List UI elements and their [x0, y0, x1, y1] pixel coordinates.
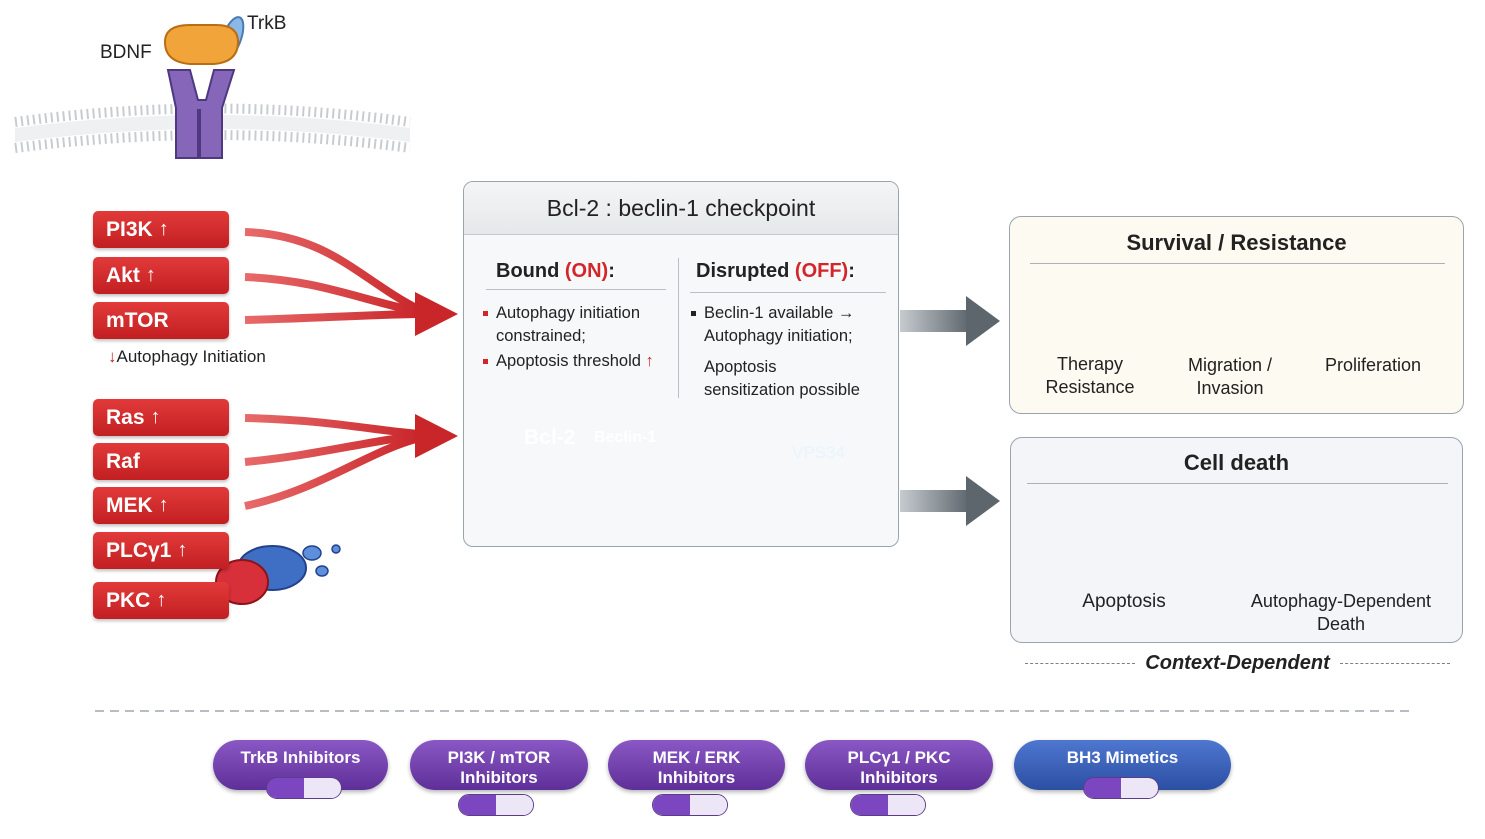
bullet-marker — [691, 311, 696, 316]
cell-death-panel: Cell death Apoptosis Autophagy-Dependent… — [1010, 437, 1463, 643]
down-arrow-icon: ↓ — [108, 347, 117, 366]
bound-state: (ON) — [564, 260, 609, 282]
survival-item-proliferation: Proliferation — [1324, 355, 1422, 375]
autophagy-initiation-note: ↓Autophagy Initiation — [108, 347, 266, 366]
dash-right — [1339, 663, 1451, 664]
survival-item-therapy-resistance: Therapy Resistance — [1045, 354, 1135, 397]
bullet-marker — [483, 311, 488, 316]
death-item-autophagy-dependent: Autophagy-Dependent Death — [1250, 591, 1432, 634]
up-arrow-icon: ↑ — [177, 539, 188, 561]
pill-capsule-icon — [458, 794, 534, 816]
trkb-label: TrkB — [247, 13, 287, 34]
pill-capsule-icon — [1083, 777, 1159, 799]
output-arrow-survival — [900, 296, 1000, 346]
bdnf-ligand-icon — [163, 24, 240, 65]
pathway-node-pkc: PKC ↑ — [93, 582, 229, 619]
pill-capsule-icon — [850, 794, 926, 816]
bcl2-label: Bcl-2 — [524, 426, 576, 449]
up-arrow-icon: ↑ — [158, 494, 169, 516]
cell-death-rule — [1027, 483, 1448, 484]
bdnf-label: BDNF — [100, 42, 152, 63]
disrupted-state: (OFF) — [794, 260, 849, 282]
pill-capsule-icon — [266, 777, 342, 799]
vps34-label: VPS34 — [792, 443, 845, 462]
survival-title: Survival / Resistance — [1126, 230, 1347, 255]
pathway-node-plcg1: PLCγ1 ↑ — [93, 532, 229, 569]
checkpoint-title: Bcl-2 : beclin-1 checkpoint — [464, 182, 898, 235]
context-dependent-label: Context-Dependent — [1025, 652, 1451, 675]
pathway-node-akt: Akt ↑ — [93, 257, 229, 294]
dash-left — [1025, 663, 1136, 664]
column-divider — [678, 258, 679, 398]
therapy-pi3k-mtor-inhibitors: PI3K / mTOR Inhibitors — [410, 740, 588, 790]
disrupted-bullet-2: Apoptosis sensitization possible — [704, 358, 860, 399]
pathway-node-ras: Ras ↑ — [93, 399, 229, 436]
therapy-bh3-mimetics: BH3 Mimetics — [1014, 740, 1231, 790]
up-arrow-icon: ↑ — [150, 406, 161, 428]
therapy-plcg1-pkc-inhibitors: PLCγ1 / PKC Inhibitors — [805, 740, 993, 790]
pill-capsule-icon — [652, 794, 728, 816]
output-arrow-death — [900, 476, 1000, 526]
survival-panel: Survival / Resistance Therapy Resistance… — [1009, 216, 1464, 414]
survival-item-migration: Migration / Invasion — [1187, 355, 1273, 398]
checkpoint-panel: Bcl-2 : beclin-1 checkpoint Bound (ON): … — [463, 181, 899, 547]
beclin1-label: Beclin-1 — [594, 429, 657, 446]
bound-title: Bound (ON): — [496, 260, 615, 282]
pathway-node-pi3k: PI3K ↑ — [93, 211, 229, 248]
disrupted-rule — [690, 292, 886, 293]
mapk-flow-arrows — [244, 414, 458, 510]
up-arrow-icon: ↑ — [645, 352, 654, 370]
pathway-node-mtor: mTOR — [93, 302, 229, 339]
up-arrow-icon: ↑ — [158, 218, 169, 240]
death-item-apoptosis: Apoptosis — [1082, 591, 1166, 612]
survival-rule — [1030, 263, 1445, 264]
disrupted-bullet-1: Beclin-1 available → Autophagy initiatio… — [691, 302, 894, 348]
bound-rule — [486, 289, 666, 290]
pi3k-flow-arrows — [244, 228, 458, 336]
up-arrow-icon: ↑ — [145, 264, 156, 286]
up-arrow-icon: ↑ — [156, 589, 167, 611]
therapy-mek-erk-inhibitors: MEK / ERK Inhibitors — [608, 740, 785, 790]
pathway-node-raf: Raf — [93, 443, 229, 480]
bullet-marker — [483, 359, 488, 364]
plc-pkc-protein-icon — [215, 544, 341, 605]
cell-death-title: Cell death — [1183, 450, 1290, 475]
bound-bullet-2: Apoptosis threshold ↑ — [483, 350, 686, 373]
disrupted-title: Disrupted (OFF): — [696, 260, 855, 282]
bound-bullet-1: Autophagy initiation constrained; — [483, 302, 676, 348]
pathway-node-mek: MEK ↑ — [93, 487, 229, 524]
